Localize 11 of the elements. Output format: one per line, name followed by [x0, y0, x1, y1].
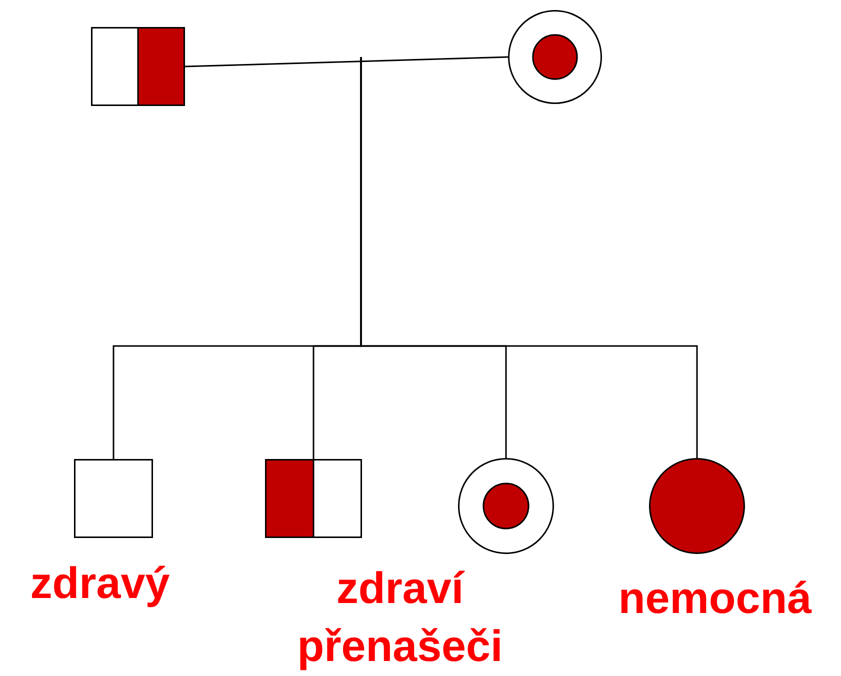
caption-label: nemocná — [617, 573, 813, 625]
caption-label: zdravý — [29, 558, 171, 610]
half-shaded-square — [91, 27, 185, 106]
pedigree-line — [360, 57, 698, 458]
half-shaded-square — [265, 459, 362, 538]
caption-label: zdraví přenašeči — [296, 563, 504, 673]
dotted-circle — [508, 10, 602, 104]
pedigree-line — [184, 56, 508, 68]
filled-circle — [649, 458, 745, 554]
empty-square — [74, 459, 153, 538]
dotted-circle — [458, 458, 554, 554]
